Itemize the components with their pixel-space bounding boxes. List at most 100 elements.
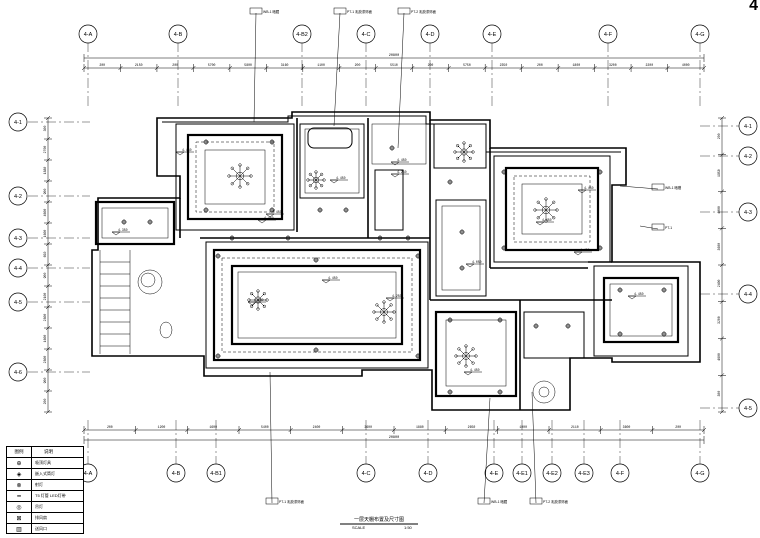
axis-label-left: 4-6 [14, 370, 22, 376]
axis-label-left: 4-3 [14, 236, 22, 242]
dimension-value: 1880 [416, 425, 424, 429]
downlight-icon [377, 235, 383, 241]
downlight-icon [215, 253, 221, 259]
downlight-icon [497, 389, 503, 395]
axis-bubble-bottom: 4-B [166, 463, 186, 483]
axis-bubble-right: 4-3 [738, 202, 758, 222]
legend-row: ⊗射灯 [7, 480, 83, 491]
downlight-icon [459, 229, 465, 235]
axis-label-bottom: 4-B [172, 471, 181, 477]
legend-symbol-icon: ⊗ [7, 480, 32, 490]
dimension-value: 4000 [682, 63, 690, 67]
downlight-icon [447, 179, 453, 185]
downlight-icon [617, 331, 623, 337]
elevation-value: 4.450 [542, 218, 552, 222]
downlight-icon [661, 287, 667, 293]
dimension-value: 5800 [244, 63, 252, 67]
downlight-icon [317, 207, 323, 213]
axis-label-top: 4-C [362, 32, 371, 38]
downlight-icon [405, 235, 411, 241]
dimension-value: 900 [43, 378, 47, 384]
axis-bubble-bottom: 4-E1 [512, 463, 532, 483]
axis-bubble-right: 4-2 [738, 146, 758, 166]
legend-description: 排风扇 [35, 515, 47, 520]
dimension-value: 1100 [317, 63, 325, 67]
building-walls [91, 111, 701, 411]
downlight-icon [533, 323, 539, 329]
legend-header-desc: 说明 [44, 449, 53, 454]
material-callout: PT-2 乳胶漆饰面 [397, 7, 437, 149]
legend-description: 吊灯 [35, 504, 43, 509]
axis-label-right: 4-3 [744, 210, 752, 216]
callout-text: PT-2 乳胶漆饰面 [411, 9, 437, 14]
left-small-room-ceiling [94, 200, 176, 246]
axis-bubble-top: 4-A [78, 24, 98, 44]
axis-label-bottom: 4-C [362, 471, 371, 477]
downlight-icon [269, 207, 275, 213]
axis-label-right: 4-1 [744, 124, 752, 130]
dimension-value: 2650 [468, 425, 476, 429]
callout-text: WB-1 暗槽 [665, 185, 682, 190]
elevation-value: 4.450 [182, 148, 192, 152]
downlight-icon [229, 235, 235, 241]
legend-symbol-icon: ▥ [7, 524, 32, 534]
downlight-icon [597, 169, 603, 175]
axis-bubble-left: 4-2 [8, 186, 28, 206]
dimension-value: 2100 [43, 293, 47, 301]
bottom-room-ceiling [434, 310, 585, 398]
dimension-value: 5510 [390, 63, 398, 67]
elevation-value: 4.450 [580, 248, 590, 252]
axis-label-top: 4-A [84, 32, 93, 38]
axis-bubble-bottom: 4-C [356, 463, 376, 483]
legend-header: 图例 说明 [7, 447, 83, 458]
legend-symbol-icon: ⊕ [7, 458, 32, 468]
axis-bubble-top: 4-B [168, 24, 188, 44]
callout-text: PT-1 [665, 226, 672, 230]
dimension-value: 200 [43, 399, 47, 405]
legend-rows: ⊕吸顶灯具◈嵌入式筒灯⊗射灯━T5 灯管 LED灯带◎吊灯⊠排风扇▥送风口 [7, 458, 83, 534]
axis-label-right: 4-5 [744, 406, 752, 412]
axis-bubble-top: 4-B2 [292, 24, 312, 44]
legend-symbol-icon: ◎ [7, 502, 32, 512]
axis-bubble-top: 4-C [356, 24, 376, 44]
axis-bubble-top: 4-D [420, 24, 440, 44]
legend-description: 射灯 [35, 482, 43, 487]
elevation-value: 4.450 [336, 176, 346, 180]
dimension-value: 3600 [364, 425, 372, 429]
downlight-icon [313, 257, 319, 263]
axis-bubble-bottom: 4-D [418, 463, 438, 483]
dimension-value: 2350 [500, 63, 508, 67]
ceiling-elevation-mark: 4.450 [247, 298, 266, 306]
downlight-icon [661, 331, 667, 337]
pendant-light-icon [453, 141, 475, 163]
ceiling-elevation-mark: 4.450 [577, 186, 596, 194]
dimension-value: 3160 [281, 63, 289, 67]
axis-label-bottom: 4-F [616, 471, 625, 477]
dimension-value: 3200 [609, 63, 617, 67]
axis-label-bottom: 4-E1 [516, 471, 528, 477]
downlight-icon [501, 169, 507, 175]
living-room-ceiling [205, 241, 429, 369]
callout-text: WB-1 暗藏 [263, 9, 280, 14]
ceiling-elevation-mark: 4.450 [321, 276, 340, 284]
dimension-value: 3600 [717, 243, 721, 251]
dimension-value: 5400 [261, 425, 269, 429]
axis-label-top: 4-F [604, 32, 613, 38]
axis-bubble-bottom: 4-F [610, 463, 630, 483]
elevation-value: 4.450 [272, 210, 282, 214]
ceiling-elevation-mark: 4.250 [390, 170, 409, 178]
downlight-icon [497, 317, 503, 323]
ceiling-elevation-mark: 4.450 [535, 218, 554, 226]
axis-bubble-left: 4-1 [8, 112, 28, 132]
dimension-value: 1950 [717, 169, 721, 177]
axis-label-bottom: 4-E [490, 471, 499, 477]
downlight-icon [617, 287, 623, 293]
material-callout: WB-1 暗藏 [249, 7, 280, 123]
axis-bubble-bottom: 4-G [690, 463, 710, 483]
dimension-value: 1800 [573, 63, 581, 67]
